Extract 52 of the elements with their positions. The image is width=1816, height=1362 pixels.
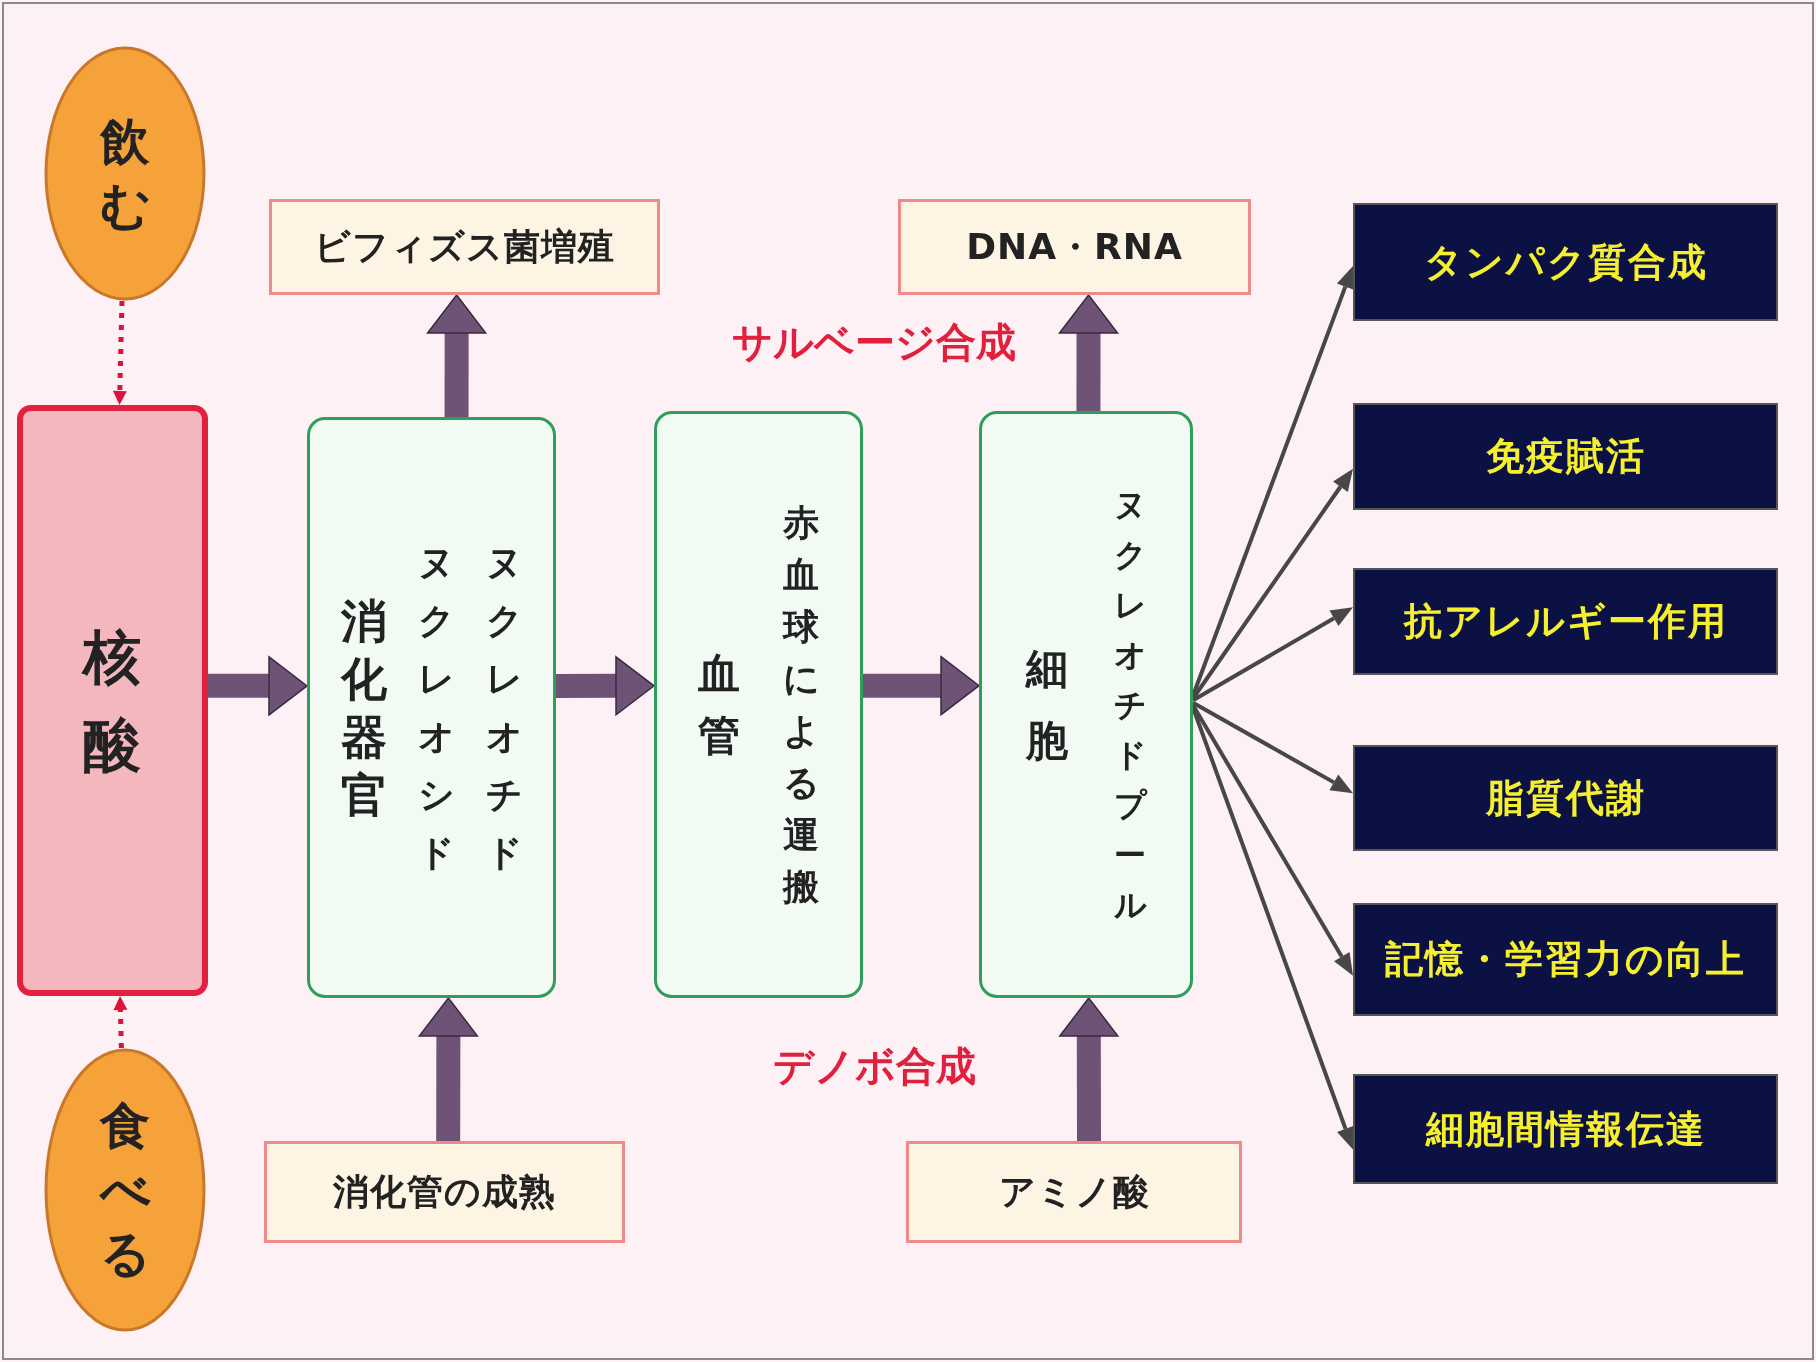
box-label: DNA・RNA — [966, 224, 1183, 269]
arrow — [1058, 294, 1119, 411]
oval-node — [44, 46, 206, 301]
arrow — [1191, 468, 1353, 700]
arrow — [208, 656, 308, 716]
arrow — [556, 656, 655, 716]
vertical-label: 消化器官 — [339, 592, 388, 824]
process-box — [654, 411, 863, 998]
process-box — [979, 411, 1193, 998]
vertical-label: 細胞 — [1024, 642, 1070, 767]
effect-box — [1353, 403, 1778, 510]
arrow — [863, 655, 980, 716]
box-label: 脂質代謝 — [1485, 774, 1646, 822]
effect-box — [1353, 745, 1778, 851]
arrow — [1192, 607, 1353, 703]
vertical-label: 赤血球による運搬 — [781, 500, 821, 909]
arrow — [426, 294, 487, 417]
vertical-label: 血管 — [697, 647, 742, 762]
arrow — [112, 300, 127, 405]
arrow — [1059, 997, 1119, 1142]
box-label: 抗アレルギー作用 — [1403, 598, 1728, 645]
effect-box — [1353, 1074, 1778, 1184]
vertical-label: 飲む — [98, 111, 152, 237]
box-label: アミノ酸 — [998, 1169, 1150, 1214]
arrow — [1192, 701, 1353, 794]
effect-box — [1353, 903, 1778, 1016]
vertical-label: 食べる — [98, 1096, 152, 1285]
box-label: 記憶・学習力の向上 — [1385, 936, 1746, 983]
box-label: 免疫賦活 — [1485, 433, 1646, 480]
box-label: ビフィズス菌増殖 — [314, 224, 615, 269]
result-box — [269, 199, 660, 295]
vertical-label: ヌクレオシド — [417, 540, 457, 875]
pathway-label: デノボ合成 — [772, 1041, 976, 1091]
vertical-label: ヌクレオチド — [485, 540, 525, 875]
box-label: 細胞間情報伝達 — [1425, 1105, 1706, 1153]
oval-node — [44, 1048, 206, 1332]
arrow — [1191, 265, 1354, 697]
arrow — [418, 997, 479, 1141]
arrow — [113, 996, 128, 1049]
pathway-label: サルベージ合成 — [732, 317, 1016, 367]
result-box — [898, 199, 1251, 295]
result-box — [264, 1141, 625, 1243]
vertical-label: ヌクレオチドプール — [1112, 484, 1148, 926]
arrow — [1191, 704, 1353, 976]
effect-box — [1353, 203, 1778, 321]
process-box — [307, 417, 556, 998]
box-label: 消化管の成熟 — [333, 1169, 556, 1214]
box-label: タンパク質合成 — [1423, 238, 1708, 286]
result-box — [906, 1141, 1242, 1243]
process-box — [17, 405, 208, 996]
effect-box — [1353, 568, 1778, 675]
vertical-label: 核酸 — [80, 621, 143, 781]
